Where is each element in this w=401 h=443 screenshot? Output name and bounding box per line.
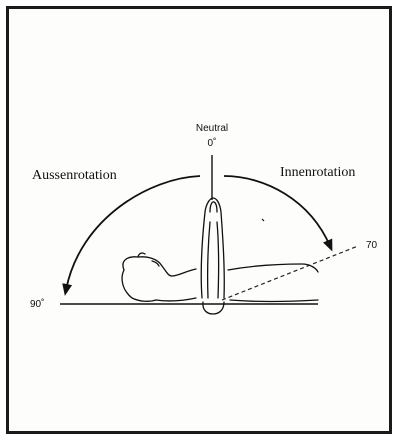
seventy-degree-label: 70 [366,240,378,251]
zero-degree-label: 0˚ [208,137,217,149]
ninety-degree-label: 90˚ [30,298,44,310]
seventy-degree-line [222,246,358,300]
internal-rotation-label: Innenrotation [280,165,355,180]
external-rotation-label: Aussenrotation [32,168,117,183]
internal-rotation-arrow [224,176,330,246]
patient-figure [122,198,318,314]
neutral-label: Neutral [196,123,228,134]
small-mark [262,219,264,221]
external-rotation-arrow [66,176,200,290]
